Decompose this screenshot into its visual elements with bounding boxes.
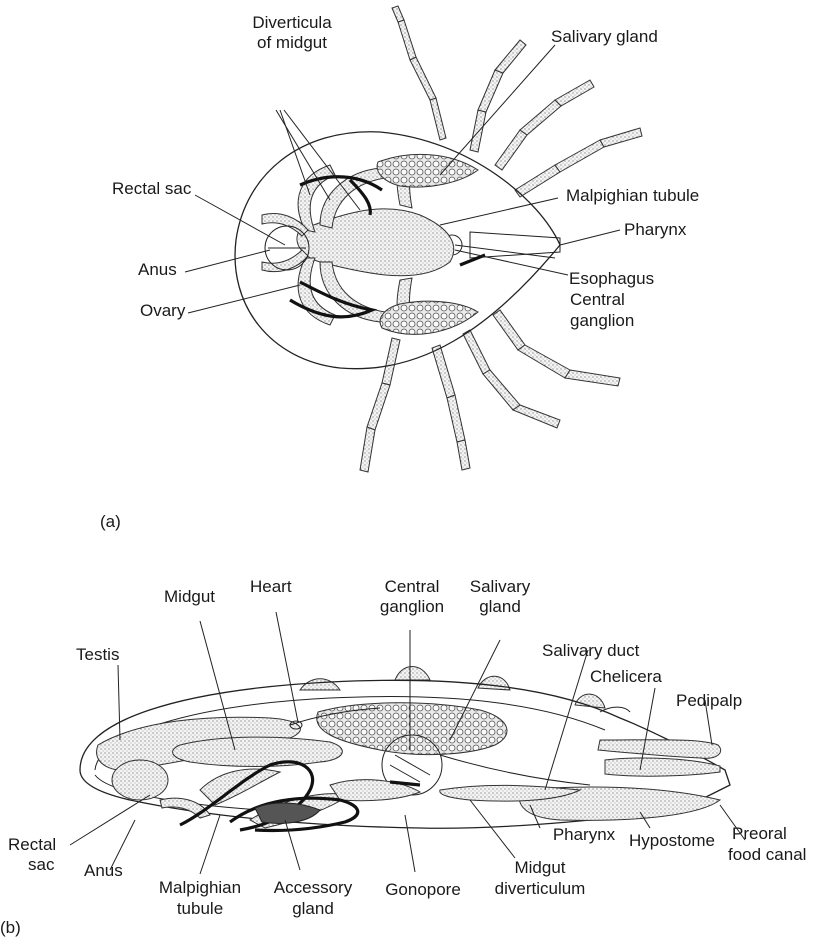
label-esophagus-a: Esophagus xyxy=(569,269,654,288)
label-rectal-sac-a: Rectal sac xyxy=(112,179,192,198)
salivary-gland-a-lower xyxy=(380,301,478,334)
label-anus-b: Anus xyxy=(84,861,123,880)
label-midgut-diverticulum-line2: diverticulum xyxy=(495,879,586,898)
panel-a xyxy=(185,6,642,472)
label-testis-b: Testis xyxy=(76,645,119,664)
panel-a-letter: (a) xyxy=(100,512,121,531)
label-rectal-sac-b-line2: sac xyxy=(28,855,55,874)
label-pedipalp-b: Pedipalp xyxy=(676,691,742,710)
label-diverticula-of-midgut-line2: of midgut xyxy=(257,33,327,52)
panel-b-letter: (b) xyxy=(0,918,21,937)
label-heart-b: Heart xyxy=(250,577,292,596)
label-malpighian-tubule-a: Malpighian tubule xyxy=(566,186,699,205)
chelicera-b xyxy=(605,758,720,776)
pedipalp-b xyxy=(598,740,721,759)
label-accessory-gland-b-line2: gland xyxy=(292,899,334,918)
label-pharynx-b: Pharynx xyxy=(553,825,616,844)
label-diverticula-of-midgut-line1: Diverticula xyxy=(252,13,332,32)
label-central-ganglion-b-line2: ganglion xyxy=(380,597,444,616)
label-pharynx-a: Pharynx xyxy=(624,220,687,239)
label-ovary-a: Ovary xyxy=(140,301,186,320)
label-hypostome-b: Hypostome xyxy=(629,831,715,850)
label-salivary-gland-a: Salivary gland xyxy=(551,27,658,46)
label-central-ganglion-a-line2: ganglion xyxy=(570,311,634,330)
label-preoral-food-canal-line1: Preoral xyxy=(732,824,787,843)
label-anus-a: Anus xyxy=(138,260,177,279)
label-salivary-gland-b-line2: gland xyxy=(479,597,521,616)
label-midgut-diverticulum-line1: Midgut xyxy=(514,858,565,877)
label-central-ganglion-b-line1: Central xyxy=(385,577,440,596)
label-accessory-gland-b-line1: Accessory xyxy=(274,878,353,897)
label-salivary-duct-b: Salivary duct xyxy=(542,641,640,660)
label-salivary-gland-b-line1: Salivary xyxy=(470,577,531,596)
label-gonopore-b: Gonopore xyxy=(385,880,461,899)
label-midgut-b: Midgut xyxy=(164,587,215,606)
label-malpighian-tubule-b-line2: tubule xyxy=(177,899,223,918)
label-rectal-sac-b-line1: Rectal xyxy=(8,835,56,854)
label-chelicera-b: Chelicera xyxy=(590,667,662,686)
label-malpighian-tubule-b-line1: Malpighian xyxy=(159,878,241,897)
salivary-gland-b xyxy=(317,703,507,755)
midgut-b xyxy=(173,737,343,766)
salivary-gland-a-upper xyxy=(377,154,478,187)
label-central-ganglion-a-line1: Central xyxy=(570,290,625,309)
rectal-sac-b xyxy=(112,760,168,800)
label-preoral-food-canal-line2: food canal xyxy=(728,845,806,864)
